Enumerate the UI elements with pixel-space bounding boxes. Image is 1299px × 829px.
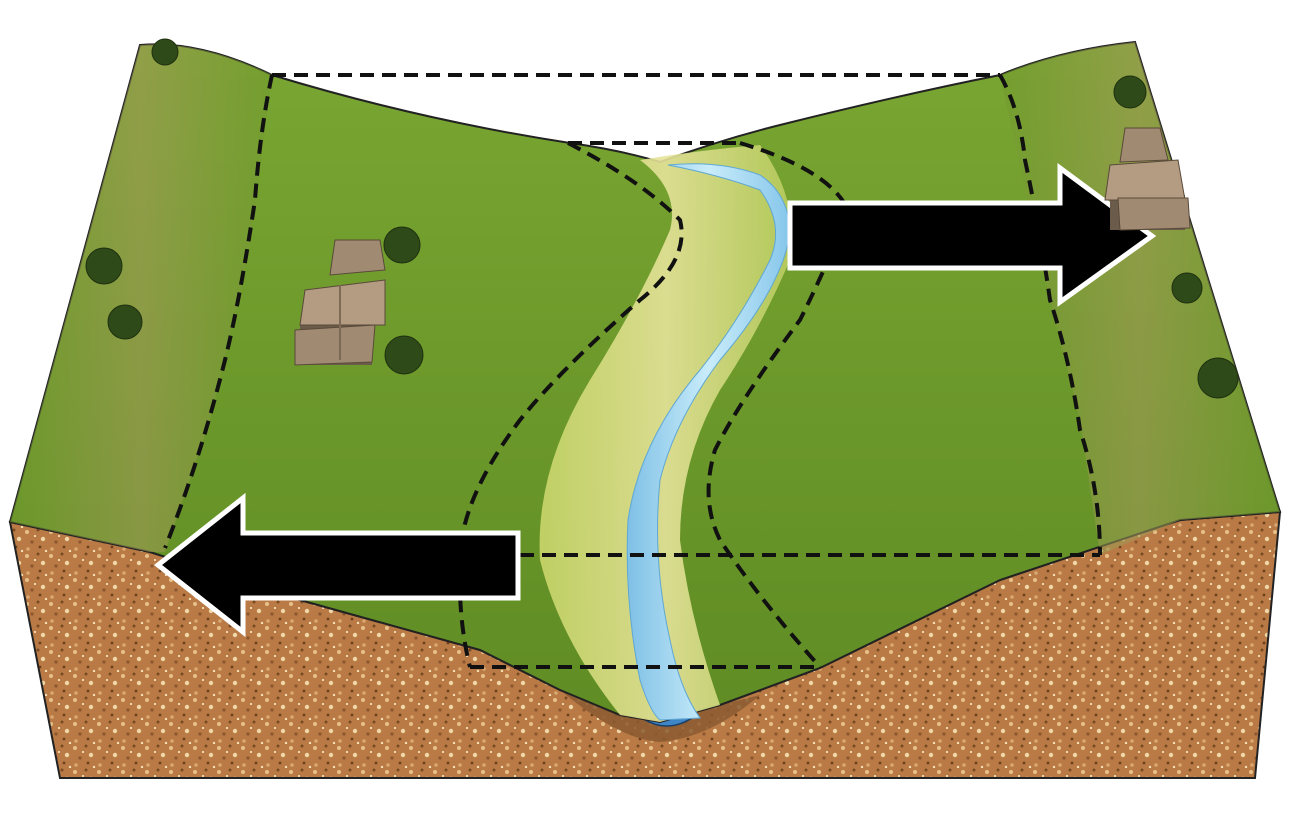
house-icon (1104, 127, 1191, 231)
tree-icon (85, 247, 123, 285)
house-icon (294, 239, 386, 366)
tree-3 (107, 304, 143, 340)
tree-1 (151, 38, 179, 66)
tree-8 (1197, 357, 1239, 399)
arrow-right (787, 163, 1157, 307)
tree-icon (1113, 75, 1147, 109)
outer-zone-left (163, 74, 274, 549)
channel-sediment (560, 690, 760, 742)
river-channel (626, 163, 791, 721)
house-left (294, 239, 386, 366)
house-right (1104, 127, 1191, 231)
tree-4 (383, 226, 421, 264)
tree-5 (384, 335, 424, 375)
tree-icon (1197, 357, 1239, 399)
tree-icon (384, 335, 424, 375)
tree-icon (151, 38, 179, 66)
zone-boundaries (163, 73, 1102, 669)
tree-7 (1171, 272, 1203, 304)
tree-icon (383, 226, 421, 264)
tree-2 (85, 247, 123, 285)
arrow-left (153, 492, 521, 638)
tree-6 (1113, 75, 1147, 109)
tree-icon (107, 304, 143, 340)
tree-icon (1171, 272, 1203, 304)
inner-zone-right (706, 141, 851, 669)
right-ridge (1000, 42, 1280, 555)
outer-zone-right (998, 74, 1102, 556)
